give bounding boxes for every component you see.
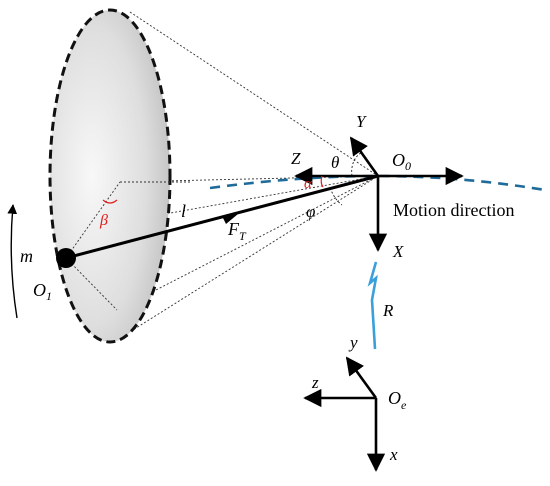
label-y: y	[348, 333, 358, 352]
label-beta: β	[99, 212, 108, 229]
label-theta: θ	[331, 153, 339, 172]
theta-arc	[351, 151, 363, 177]
beta-arc	[102, 199, 118, 204]
label-x: x	[389, 445, 398, 464]
body-frame-axes	[294, 136, 464, 252]
trajectory-curve	[209, 174, 546, 192]
cable-R	[367, 261, 378, 350]
label-alpha: α	[304, 176, 313, 192]
tether-line	[65, 174, 379, 260]
label-FT: FT	[227, 219, 247, 243]
label-Z: Z	[291, 149, 301, 168]
label-O0: O0	[392, 150, 411, 173]
disc-guides	[65, 181, 190, 311]
label-phi: φ	[306, 202, 315, 221]
rotation-arrow	[7, 204, 18, 319]
alpha-arc	[320, 175, 324, 188]
label-R: R	[382, 301, 394, 320]
label-X: X	[392, 242, 404, 261]
label-m: m	[20, 246, 33, 266]
label-l: l	[181, 201, 186, 221]
earth-frame-axes	[303, 356, 386, 472]
label-motion-direction: Motion direction	[393, 200, 514, 220]
label-Oe: Oe	[388, 388, 407, 412]
label-Y: Y	[356, 112, 367, 131]
phi-arc	[329, 187, 343, 206]
force-arrowhead	[222, 214, 238, 224]
rotating-disc	[48, 8, 172, 344]
label-z: z	[311, 373, 319, 392]
mass-ball	[56, 248, 76, 268]
label-O1: O1	[33, 280, 52, 303]
